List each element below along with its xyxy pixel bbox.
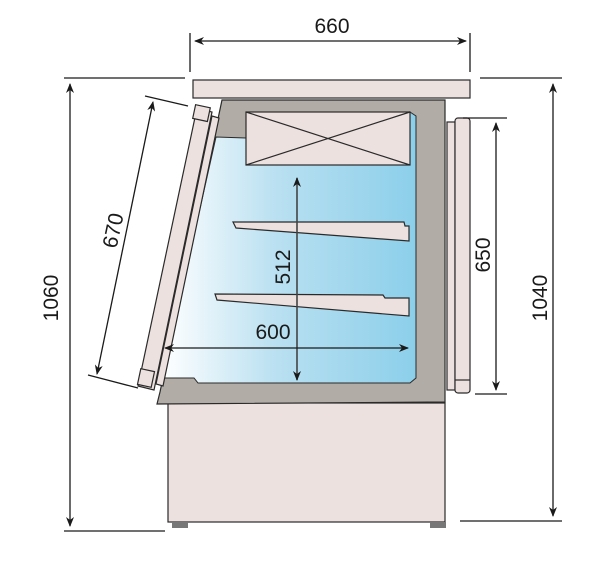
top-slab <box>192 79 471 99</box>
label-600: 600 <box>255 321 290 344</box>
evaporator-unit <box>245 111 411 166</box>
base-cabinet <box>167 402 446 523</box>
shelf-lower <box>214 293 410 317</box>
label-512: 512 <box>272 249 295 284</box>
dimension-top-width: 660 <box>189 15 471 72</box>
front-glass-door <box>136 103 220 391</box>
label-650: 650 <box>472 237 495 272</box>
dimension-total-height: 1060 <box>40 77 185 532</box>
label-1040: 1040 <box>529 275 552 322</box>
rear-door <box>446 117 471 394</box>
foot-right <box>430 522 446 528</box>
shelf-upper <box>232 221 410 242</box>
label-1060: 1060 <box>40 275 63 322</box>
dimension-interior-depth: 600 <box>164 321 409 352</box>
dimension-glass-length: 670 <box>87 95 189 389</box>
foot-left <box>172 522 188 528</box>
dimension-rear-height: 1040 <box>460 77 562 522</box>
dimension-rear-door: 650 <box>463 117 507 395</box>
label-660: 660 <box>314 15 349 38</box>
